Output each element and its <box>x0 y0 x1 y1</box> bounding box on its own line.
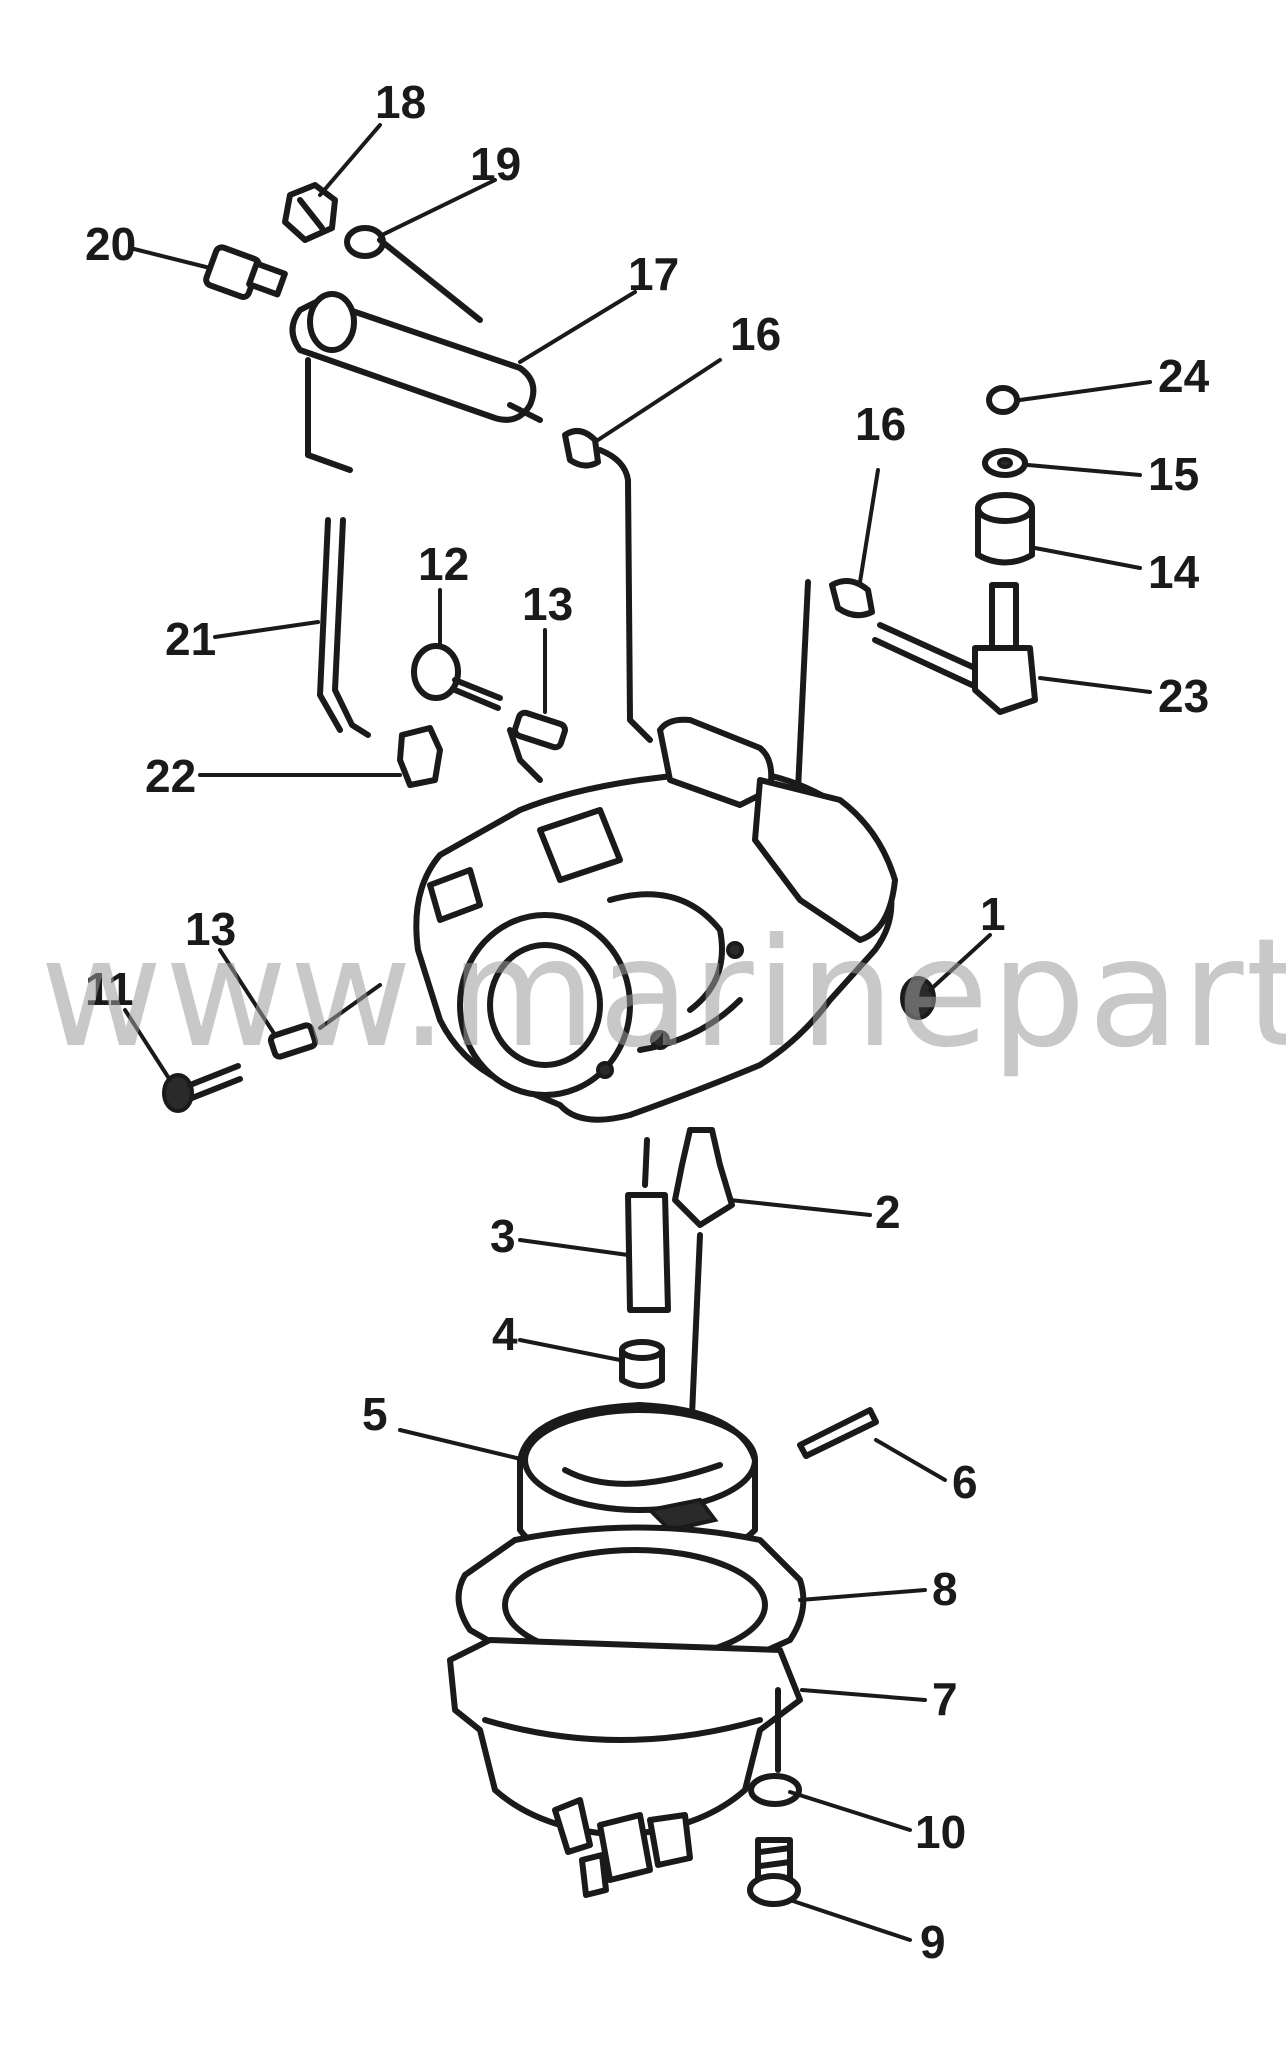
callout-7: 7 <box>932 1673 958 1725</box>
callout-14: 14 <box>1148 546 1200 598</box>
callout-2: 2 <box>875 1186 901 1238</box>
clip-22 <box>397 725 443 788</box>
float-bowl-7 <box>447 1637 803 1898</box>
lever-17 <box>289 237 543 423</box>
callout-12: 12 <box>418 538 469 590</box>
callout-10: 10 <box>915 1806 966 1858</box>
leader-lines <box>123 123 1152 1942</box>
screw-13-upper <box>512 709 568 751</box>
watermark-text: www.marineparts.eu <box>40 907 1286 1081</box>
callout-18: 18 <box>375 76 426 128</box>
screw-20 <box>203 244 288 300</box>
screw-13-lower <box>267 1022 319 1060</box>
screw-11 <box>162 983 382 1113</box>
callout-24: 24 <box>1158 350 1210 402</box>
callout-11: 11 <box>85 963 134 1015</box>
callout-13-upper: 13 <box>522 578 573 630</box>
washer-10 <box>748 1773 802 1807</box>
callout-22: 22 <box>145 750 196 802</box>
roller-14 <box>975 492 1035 566</box>
callout-8: 8 <box>932 1563 958 1615</box>
callout-19: 19 <box>470 138 521 190</box>
screw-1 <box>900 976 936 1020</box>
callout-17: 17 <box>628 248 679 300</box>
nut-18 <box>282 182 338 243</box>
washer-15 <box>982 448 1028 478</box>
link-16-right <box>795 578 875 793</box>
callout-21: 21 <box>165 613 216 665</box>
link-16-upper <box>562 428 653 743</box>
jet-4 <box>619 1339 665 1389</box>
clip-24 <box>986 385 1020 415</box>
callout-16-right: 16 <box>855 398 906 450</box>
rod-21 <box>305 357 371 738</box>
arm-23 <box>872 582 1038 715</box>
callout-4: 4 <box>492 1308 518 1360</box>
screw-9 <box>747 1837 801 1907</box>
clip-19 <box>344 225 386 259</box>
callout-5: 5 <box>362 1388 388 1440</box>
screw-12 <box>411 643 503 711</box>
callout-23: 23 <box>1158 670 1209 722</box>
callout-16-upper: 16 <box>730 308 781 360</box>
callout-15: 15 <box>1148 448 1199 500</box>
float-5 <box>517 1402 758 1571</box>
callout-20: 20 <box>85 218 136 270</box>
callout-13-lower: 13 <box>185 903 236 955</box>
callout-1: 1 <box>980 888 1006 940</box>
jet-3 <box>625 1137 671 1313</box>
callout-6: 6 <box>952 1456 978 1508</box>
callout-9: 9 <box>920 1916 946 1968</box>
callout-3: 3 <box>490 1210 516 1262</box>
carburetor-body <box>413 716 898 1123</box>
pin-6 <box>797 1407 879 1459</box>
